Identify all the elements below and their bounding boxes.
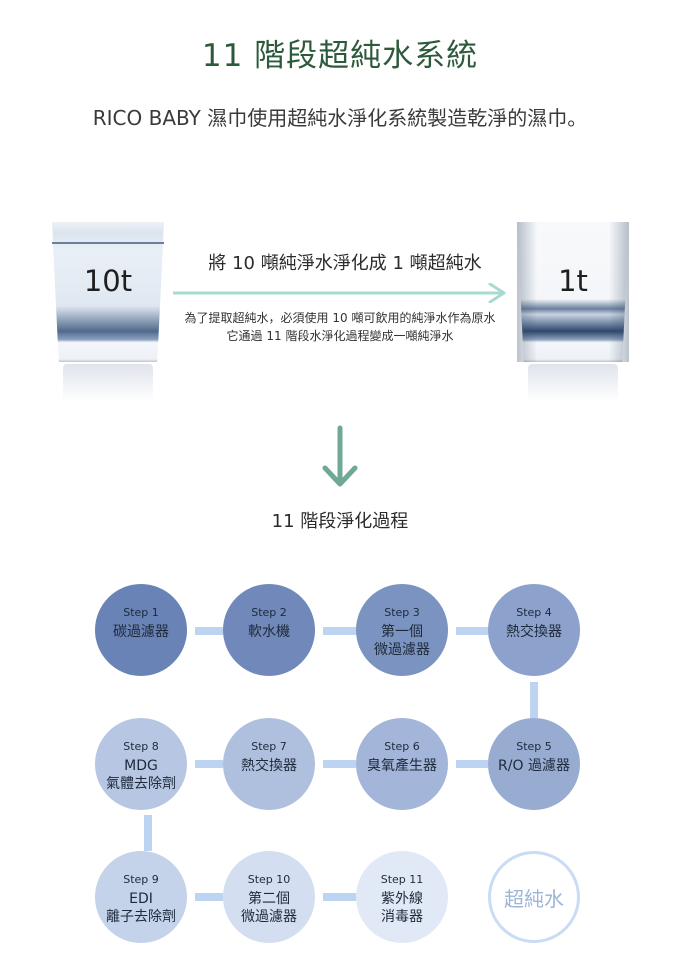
step-number: Step 2 — [251, 606, 287, 619]
step-4-circle: Step 4 熱交換器 — [488, 584, 580, 676]
connector-6-7 — [323, 760, 356, 768]
step-10-circle: Step 10 第二個 微過濾器 — [223, 851, 315, 943]
step-1-circle: Step 1 碳過濾器 — [95, 584, 187, 676]
note-line-2: 它通過 11 階段水淨化過程變成一噸純淨水 — [226, 329, 454, 343]
right-arrow-icon — [173, 283, 506, 303]
step-label: 第二個 微過濾器 — [241, 891, 297, 925]
step-number: Step 3 — [384, 606, 420, 619]
step-number: Step 9 — [123, 873, 159, 886]
step-label: 第一個 微過濾器 — [374, 624, 430, 658]
page-title: 11 階段超純水系統 — [201, 38, 479, 74]
conversion-text: 將 10 噸純淨水淨化成 1 噸超純水 — [208, 253, 482, 274]
glass-reflection — [528, 364, 618, 402]
step-label: 紫外線 消毒器 — [381, 891, 423, 925]
step-label: 熱交換器 — [241, 758, 297, 774]
step-11-circle: Step 11 紫外線 消毒器 — [356, 851, 448, 943]
step-label: EDI 離子去除劑 — [106, 891, 176, 925]
step-label: 碳過濾器 — [113, 624, 169, 640]
connector-3-4 — [456, 627, 488, 635]
glass-shading — [517, 222, 629, 362]
step-label: 軟水機 — [248, 624, 290, 640]
step-number: Step 7 — [251, 740, 287, 753]
connector-7-8 — [195, 760, 223, 768]
note-line-1: 為了提取超純水，必須使用 10 噸可飲用的純淨水作為原水 — [184, 311, 496, 325]
step-2-circle: Step 2 軟水機 — [223, 584, 315, 676]
step-number: Step 5 — [516, 740, 552, 753]
connector-5-6 — [456, 760, 488, 768]
step-number: Step 6 — [384, 740, 420, 753]
connector-8-9 — [144, 815, 152, 851]
step-7-circle: Step 7 熱交換器 — [223, 718, 315, 810]
conversion-note: 為了提取超純水，必須使用 10 噸可飲用的純淨水作為原水 它通過 11 階段水淨… — [150, 309, 530, 345]
glass-body — [52, 222, 164, 362]
glass-reflection — [63, 364, 153, 402]
step-label: R/O 過濾器 — [498, 758, 570, 774]
step-number: Step 8 — [123, 740, 159, 753]
connector-10-11 — [323, 893, 356, 901]
step-number: Step 4 — [516, 606, 552, 619]
step-number: Step 10 — [247, 873, 291, 886]
connector-4-5 — [530, 682, 538, 718]
step-8-circle: Step 8 MDG 氣體去除劑 — [95, 718, 187, 810]
step-6-circle: Step 6 臭氧產生器 — [356, 718, 448, 810]
step-label: 臭氧產生器 — [367, 758, 437, 774]
page-subtitle: RICO BABY 濕巾使用超純水淨化系統製造乾淨的濕巾。 — [92, 106, 588, 130]
step-number: Step 1 — [123, 606, 159, 619]
down-arrow-icon — [322, 425, 358, 487]
water-line — [52, 242, 164, 244]
connector-9-10 — [195, 893, 223, 901]
connector-2-3 — [323, 627, 356, 635]
glass-1t-image: 1t — [517, 222, 629, 402]
glass-label-1t: 1t — [558, 264, 588, 298]
step-5-circle: Step 5 R/O 過濾器 — [488, 718, 580, 810]
glass-body — [517, 222, 629, 362]
process-title: 11 階段淨化過程 — [271, 511, 409, 532]
step-number: Step 11 — [380, 873, 424, 886]
glass-label-10t: 10t — [83, 264, 133, 298]
step-label: MDG 氣體去除劑 — [106, 758, 176, 792]
step-label: 熱交換器 — [506, 624, 562, 640]
step-9-circle: Step 9 EDI 離子去除劑 — [95, 851, 187, 943]
glass-10t-image: 10t — [52, 222, 164, 402]
ultrapure-water-circle: 超純水 — [488, 851, 580, 943]
connector-1-2 — [195, 627, 223, 635]
step-3-circle: Step 3 第一個 微過濾器 — [356, 584, 448, 676]
